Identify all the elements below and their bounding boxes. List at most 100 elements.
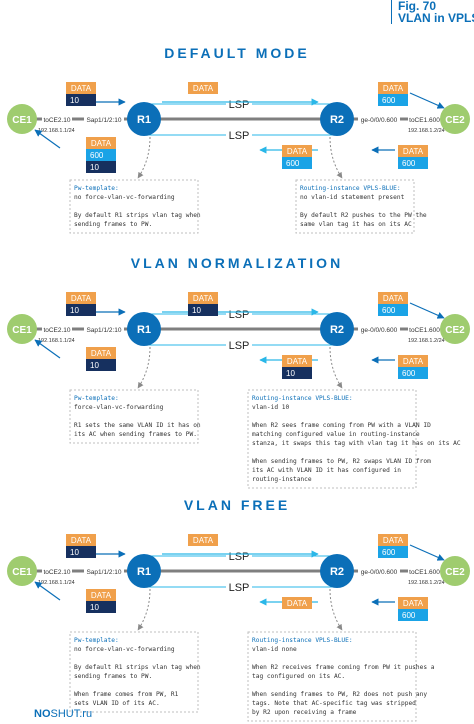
left-note-box-line: R1 sets the same VLAN ID it has on — [74, 422, 201, 429]
right-note-box-line: Routing-instance VPLS-BLUE: — [252, 637, 353, 644]
right-note-box: Routing-instance VPLS-BLUE: vlan-id none… — [247, 631, 435, 722]
frame-ce2-bottom-cell — [398, 597, 428, 609]
r2-sap-label: ge-0/0/0.600 — [361, 117, 398, 124]
right-note-box: Routing-instance VPLS-BLUE: vlan-id 10 Wh… — [247, 389, 461, 489]
left-note-box-border — [69, 389, 199, 444]
lsp-label-bottom-bg — [226, 339, 252, 351]
frame-ce1-top-label: 10 — [70, 548, 79, 557]
arrow-ce2-in — [409, 302, 445, 319]
right-note-box-line: its AC with VLAN ID it has configured in — [252, 467, 401, 474]
right-note-box-line: When sending frames to PW, R2 swaps VLAN… — [252, 458, 431, 465]
r1-sap-label: Sap1/1/2:10 — [86, 569, 121, 576]
lsp-label-bottom-bg — [226, 581, 252, 593]
figure-header: Fig. 70 VLAN in VPLS — [391, 0, 474, 24]
lsp-label-top: LSP — [229, 99, 250, 111]
lsp-label-top-bg — [226, 550, 252, 562]
right-note-box-line: same vlan tag it has on its AC — [300, 221, 412, 228]
frame-r1-bottom-cell — [86, 589, 116, 601]
left-note-box-line: When frame comes from PW, R1 — [74, 691, 179, 698]
lsp-label-bottom: LSP — [229, 582, 250, 594]
frame-r1-bottom-cell — [86, 137, 116, 149]
frame-r1-bottom-cell — [86, 149, 116, 161]
ce2-ip-label: 192.168.1.2/24 — [408, 580, 445, 586]
lsp-label-top-bg — [226, 98, 252, 110]
r2-label: R2 — [330, 566, 344, 578]
right-note-box-line: routing-instance — [252, 476, 312, 483]
right-note-box-line: vlan-id 10 — [252, 404, 290, 411]
r2-sap-label-bg — [358, 324, 400, 334]
frame-r2-bottom-cell — [282, 597, 312, 609]
right-note-box-line: Routing-instance VPLS-BLUE: — [252, 395, 353, 402]
lsp-label-bottom: LSP — [229, 340, 250, 352]
ce1-label: CE1 — [12, 325, 32, 336]
frame-r1-top-cell — [188, 534, 218, 546]
frame-ce1-top-label: DATA — [71, 294, 92, 303]
left-note-box-line: no force-vlan-vc-forwarding — [74, 646, 175, 653]
frame-r2-bottom-label: 10 — [286, 369, 295, 378]
frame-ce2-top-cell — [378, 304, 408, 316]
frame-ce2-top-label: 600 — [382, 96, 396, 105]
frame-r1-bottom-label: DATA — [91, 349, 112, 358]
r1-node — [127, 312, 161, 346]
section-title: VLAN NORMALIZATION — [131, 255, 343, 271]
left-note-box: Pw-template: force-vlan-vc-forwardingR1 … — [69, 389, 201, 444]
footer-brand-no: NO — [34, 708, 51, 720]
frame-r2-bottom-label: 600 — [286, 159, 300, 168]
connector-r1-box — [137, 588, 151, 631]
r2-node — [320, 312, 354, 346]
right-note-box-line: When R2 receives frame coming from PW it… — [252, 664, 435, 671]
arrow-ce2-in — [409, 92, 445, 109]
frame-r2-bottom-cell — [282, 157, 312, 169]
frame-ce2-top-label: 600 — [382, 306, 396, 315]
ce2-ip-label: 192.168.1.2/24 — [408, 128, 445, 134]
frame-ce1-top-cell — [66, 94, 96, 106]
lsp-label-top: LSP — [229, 309, 250, 321]
frame-ce2-bottom-cell — [398, 157, 428, 169]
frame-r1-top-cell — [188, 82, 218, 94]
frame-ce2-bottom-label: 600 — [402, 159, 416, 168]
ce1-node — [7, 314, 37, 344]
frame-ce1-top: DATA 10 — [66, 292, 96, 316]
left-note-box: Pw-template: no force-vlan-vc-forwarding… — [69, 179, 201, 234]
frame-ce1-top-label: 10 — [70, 96, 79, 105]
arrow-ce2-in — [409, 544, 445, 561]
frame-r1-bottom-cell — [86, 359, 116, 371]
frame-r2-bottom-cell — [282, 355, 312, 367]
left-note-box-line: Pw-template: — [74, 637, 119, 644]
ce1-port-label: toCE2.10 — [43, 327, 70, 334]
frame-r1-top-label: DATA — [193, 294, 214, 303]
r1-sap-label-bg — [84, 566, 124, 576]
ce2-port-label: toCE1.600 — [409, 117, 440, 124]
frame-r2-bottom-label: DATA — [287, 147, 308, 156]
frame-ce1-top-label: 10 — [70, 306, 79, 315]
r1-sap-label: Sap1/1/2:10 — [86, 117, 121, 124]
footer-brand-shut: SHUT.ru — [50, 708, 93, 720]
section-title: VLAN FREE — [184, 497, 290, 513]
connector-r2-box — [329, 346, 343, 389]
frame-r2-bottom-cell — [282, 145, 312, 157]
frame-ce2-top-label: DATA — [383, 536, 404, 545]
frame-ce2-bottom-cell — [398, 145, 428, 157]
connector-r1-box — [137, 346, 151, 389]
right-note-box-line: matching configured value in routing-ins… — [252, 431, 420, 438]
ce1-port-label-bg — [42, 324, 72, 334]
r1-label: R1 — [137, 114, 151, 126]
frame-ce1-top-cell — [66, 546, 96, 558]
frame-ce1-top-label: DATA — [71, 84, 92, 93]
frame-r1-top: DATA — [188, 82, 218, 94]
right-note-box-line: no vlan-id statement present — [300, 194, 405, 201]
frame-r1-top: DATA — [188, 534, 218, 546]
frame-ce2-bottom-cell — [398, 609, 428, 621]
